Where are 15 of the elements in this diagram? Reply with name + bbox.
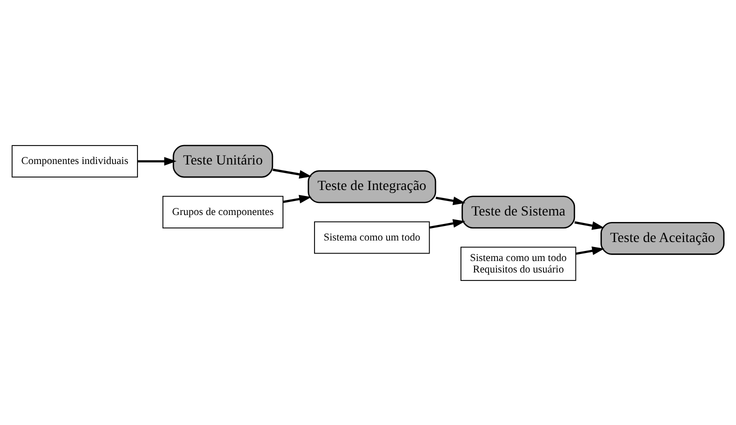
node-box: Sistema como um todo (314, 220, 430, 254)
node-box: Componentes individuais (12, 144, 138, 177)
arrow (436, 196, 466, 205)
node-box: Teste Unitário (172, 144, 274, 178)
arrow (272, 168, 312, 178)
node-box: Grupos de componentes (162, 195, 284, 228)
arrow (429, 218, 466, 228)
arrow (138, 156, 176, 166)
arrow (576, 246, 604, 255)
node-box: Sistema como um todo Requisitos do usuário (460, 246, 576, 280)
node-box: Teste de Aceitação (600, 221, 725, 254)
node-box: Teste de Integração (308, 170, 436, 203)
arrow (283, 194, 312, 203)
node-box: Teste de Sistema (462, 195, 576, 228)
arrow (574, 220, 604, 230)
